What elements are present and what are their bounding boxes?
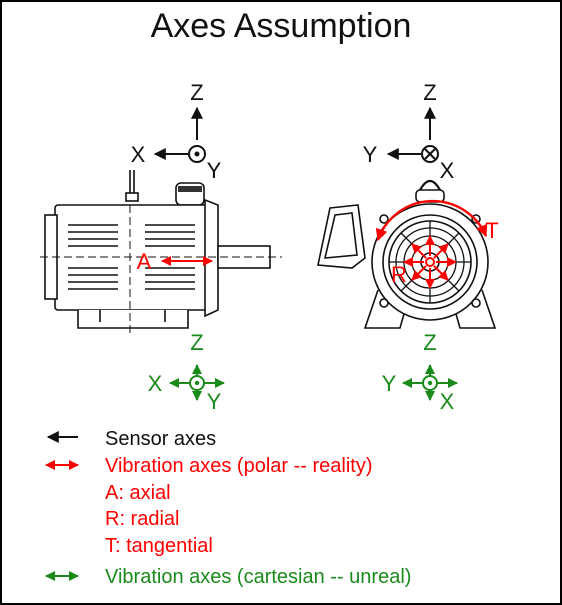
legend-sensor-text: Sensor axes	[105, 428, 216, 450]
end-polar-axes: T R	[375, 199, 499, 289]
end-cart-x-label: X	[440, 389, 455, 414]
tangential-label: T	[485, 218, 498, 243]
end-cartesian-axes: Z Y X	[382, 330, 458, 414]
legend: Sensor axes Vibration axes (polar -- rea…	[45, 428, 411, 588]
radial-arrow-sw	[411, 265, 427, 281]
end-sensor-y-label: Y	[363, 142, 378, 167]
end-cart-y-label: Y	[382, 371, 397, 396]
end-sensor-x-label: X	[440, 158, 455, 183]
side-cart-dot	[194, 380, 200, 386]
end-sensor-axes: Z Y X	[363, 80, 455, 183]
side-cart-z-label: Z	[190, 330, 203, 355]
side-sensor-axes: Z X Y	[131, 80, 222, 183]
side-cart-x-label: X	[148, 371, 163, 396]
end-cart-dot	[427, 380, 433, 386]
axial-label: A	[137, 249, 152, 274]
radial-arrow-nw	[411, 243, 427, 259]
radial-label: R	[391, 262, 407, 287]
legend-polar-text: Vibration axes (polar -- reality)	[105, 455, 373, 477]
radial-arrow-ne	[433, 243, 449, 259]
tangential-vibration-arrow	[375, 199, 488, 242]
legend-polar-def-radial: R: radial	[105, 508, 179, 530]
side-sensor-z-label: Z	[190, 80, 203, 105]
side-sensor-x-label: X	[131, 142, 146, 167]
radial-center	[425, 257, 435, 267]
end-view-motor	[317, 179, 497, 329]
legend-polar-def-tangential: T: tangential	[105, 535, 213, 557]
radial-vibration-arrows	[403, 235, 457, 289]
side-view-motor	[40, 170, 282, 335]
end-cart-z-label: Z	[423, 330, 436, 355]
side-cart-y-label: Y	[207, 389, 222, 414]
page-title: Axes Assumption	[151, 7, 412, 45]
side-sensor-y-dot	[194, 151, 200, 157]
legend-cartesian-text: Vibration axes (cartesian -- unreal)	[105, 566, 411, 588]
side-sensor-y-label: Y	[207, 158, 222, 183]
radial-arrow-se	[433, 265, 449, 281]
side-polar-axial: A	[137, 249, 213, 274]
end-sensor-x-cross-b	[424, 148, 436, 160]
side-cartesian-axes: Z X Y	[148, 330, 225, 414]
legend-polar-def-axial: A: axial	[105, 482, 171, 504]
end-sensor-z-label: Z	[423, 80, 436, 105]
